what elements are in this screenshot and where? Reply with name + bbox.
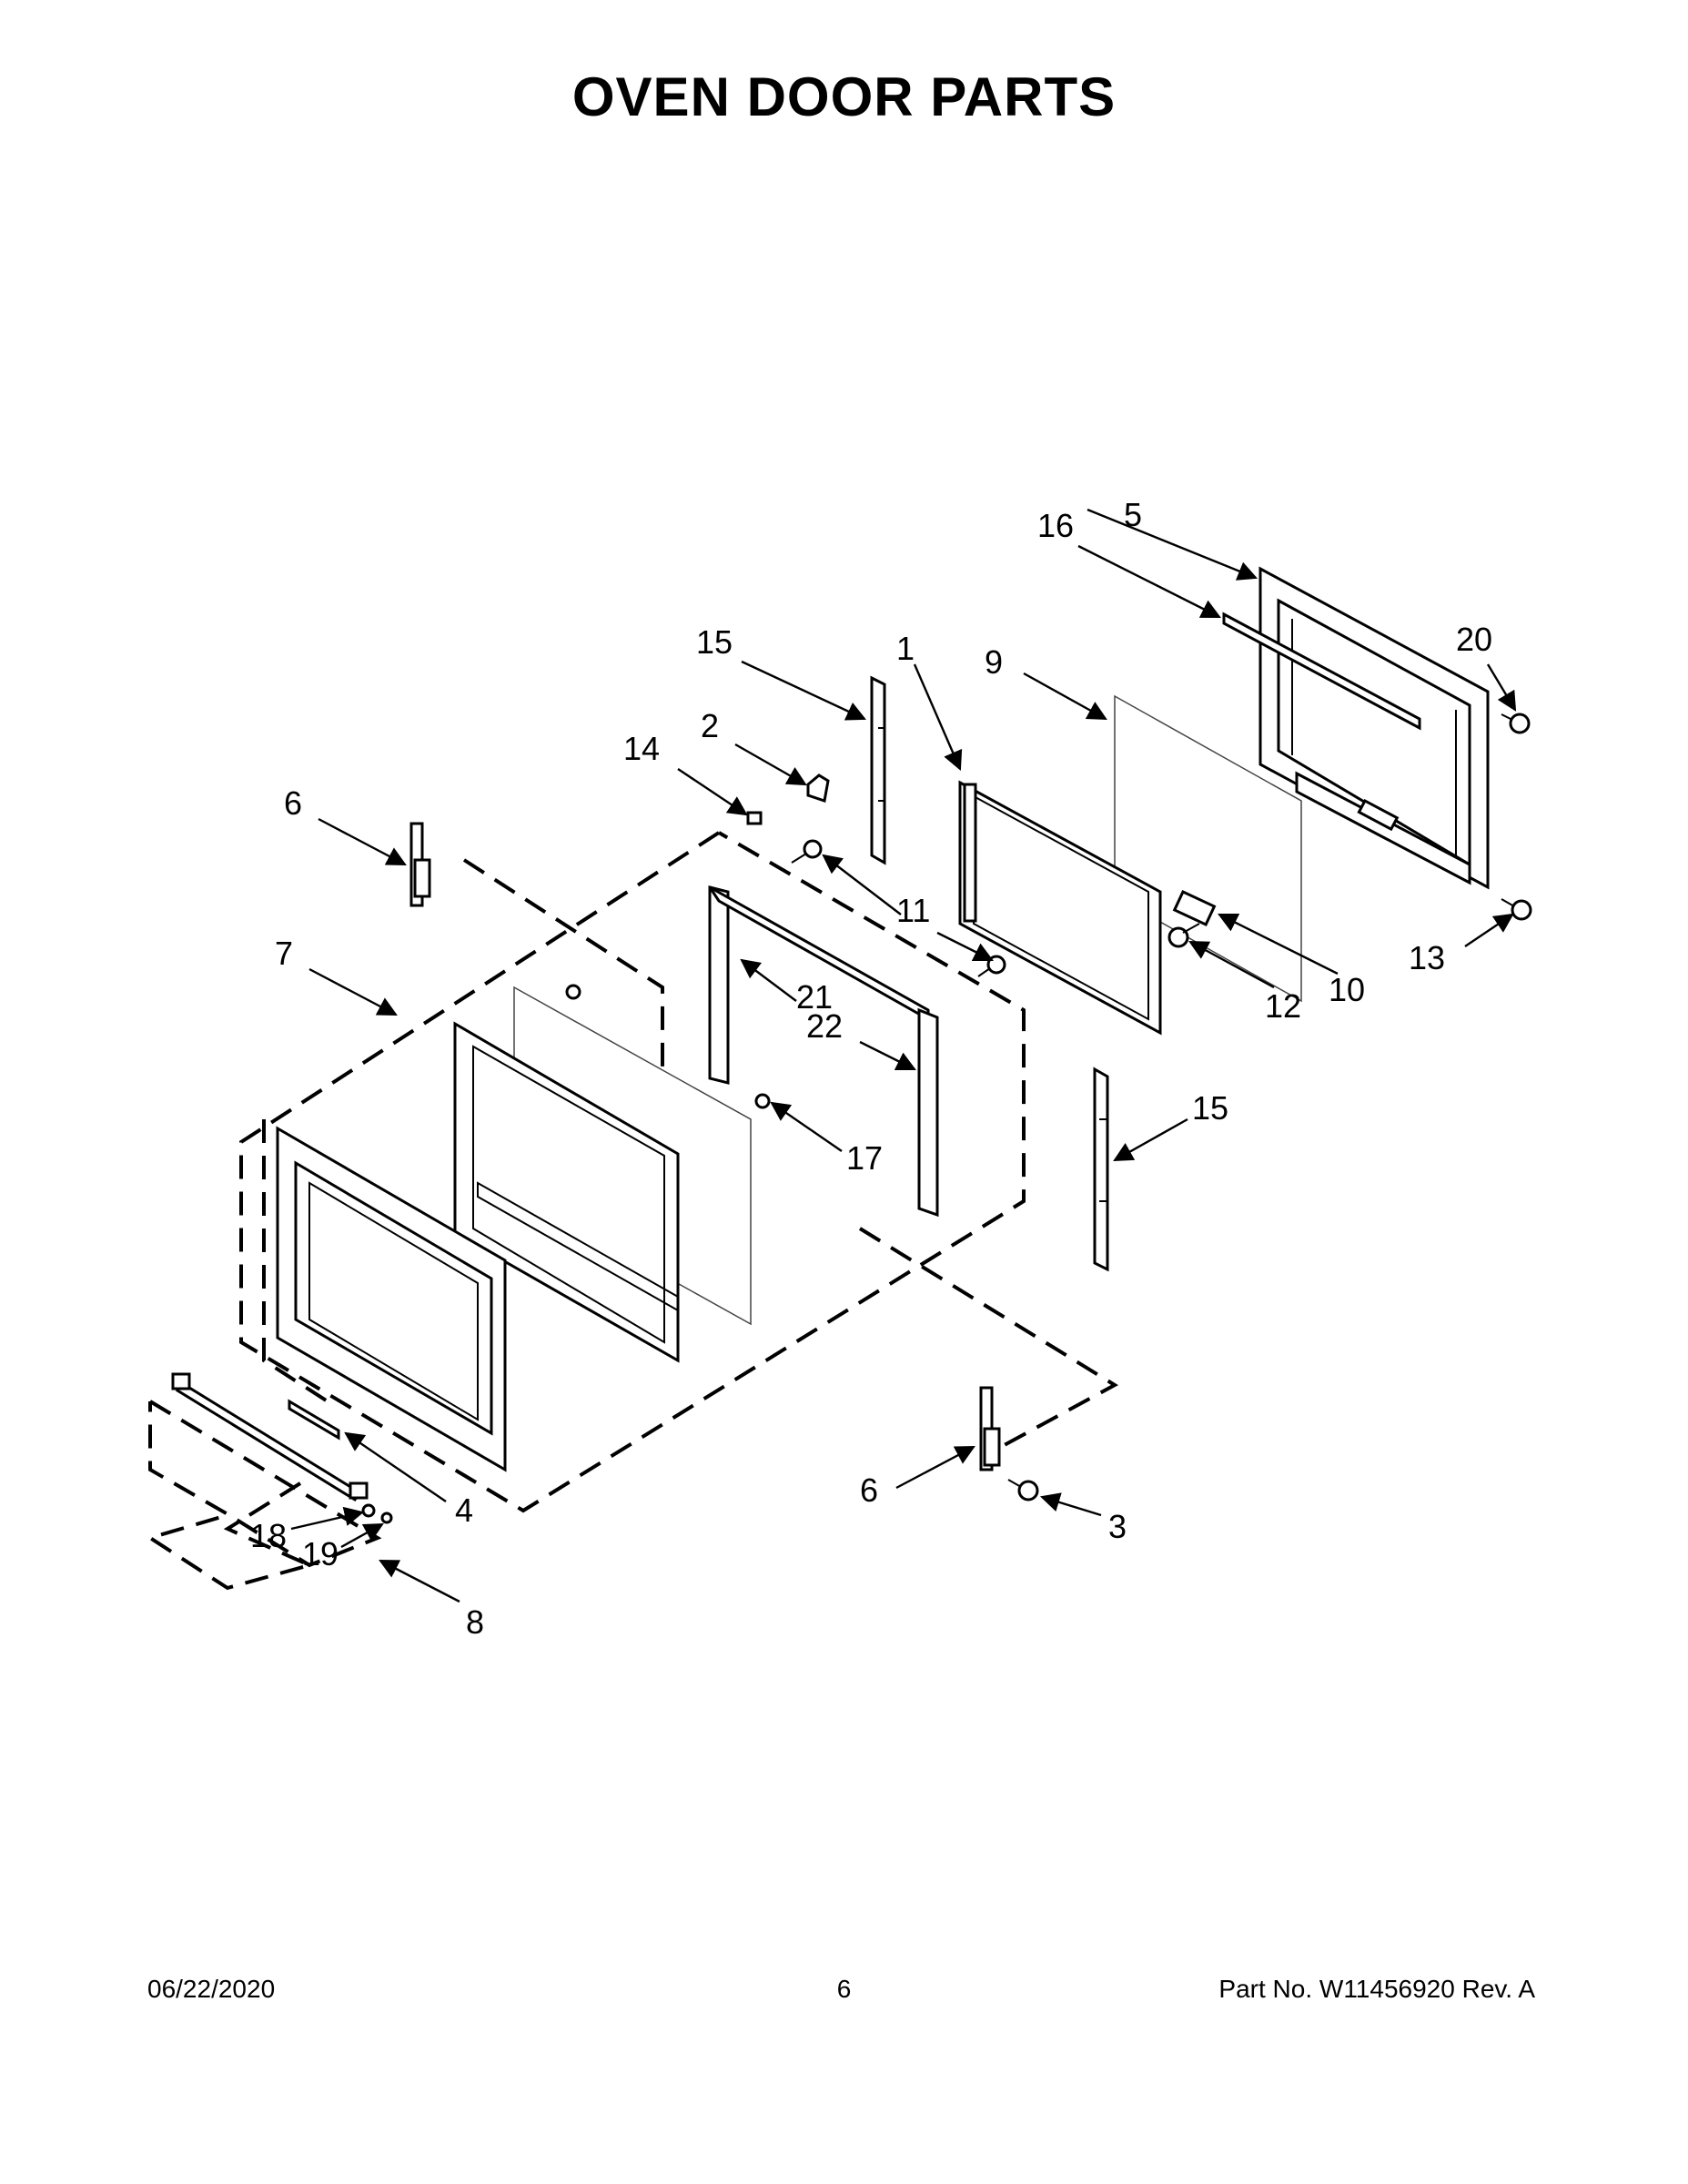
callout-16: 16: [1037, 507, 1074, 544]
part-14-clip: [746, 811, 763, 825]
callout-1: 1: [896, 630, 915, 667]
part-18-bushing: [361, 1503, 376, 1518]
part-1-inner-door: [958, 780, 1162, 1036]
callout-17: 17: [846, 1139, 883, 1177]
callout-20: 20: [1456, 621, 1492, 658]
callout-18: 18: [250, 1517, 287, 1554]
part-22-frame-side-right: [917, 1007, 939, 1218]
part-badge: [288, 1399, 340, 1441]
callout-10: 10: [1329, 971, 1365, 1008]
leader-lines: [290, 508, 1517, 1603]
part-2-bracket: [806, 774, 830, 803]
part-10-clip: [1172, 890, 1217, 926]
part-8-handle: [171, 1372, 369, 1502]
footer-part-number: Part No. W11456920 Rev. A: [1218, 1975, 1535, 2003]
callout-6-right: 6: [860, 1471, 878, 1509]
callout-4: 4: [455, 1491, 473, 1529]
part-5-door-liner-frame: [1258, 566, 1490, 890]
callout-9: 9: [985, 643, 1003, 681]
part-15-strip-upper: [870, 675, 886, 865]
part-20-screw: [1501, 713, 1531, 734]
callout-2: 2: [701, 707, 719, 744]
part-15-strip-lower: [1093, 1067, 1109, 1272]
part-19-screw: [380, 1512, 393, 1524]
part-12-screw: [1167, 923, 1200, 948]
callout-7: 7: [275, 935, 293, 972]
callout-8: 8: [466, 1603, 484, 1641]
part-7-door-frame: [453, 1021, 680, 1363]
callout-labels: 5 16 20 9 1 15 2 14 6 7 11 21 22 17 10 1…: [250, 496, 1492, 1641]
callout-14: 14: [623, 730, 660, 767]
part-6-hinge-left: [409, 822, 431, 907]
part-16-support-bar: [1222, 612, 1421, 731]
callout-5: 5: [1124, 496, 1142, 533]
callout-12: 12: [1265, 987, 1301, 1025]
assembly-outline-front: [262, 1119, 329, 1403]
part-13-screw: [1501, 898, 1532, 921]
footer-date: 06/22/2020: [147, 1975, 276, 2003]
part-3-screw: [1007, 1479, 1039, 1502]
page-title: OVEN DOOR PARTS: [571, 66, 1117, 127]
assembly-outline-hinge-right: [858, 1227, 1118, 1449]
part-4-outer-door: [276, 1126, 507, 1472]
callout-6-left: 6: [284, 784, 302, 822]
assembly-outline-8: [146, 1400, 382, 1591]
part-6-hinge-right: [979, 1386, 1001, 1471]
part-9-inner-glass: [1114, 694, 1302, 1003]
callout-11: 11: [896, 892, 930, 929]
part-17-grommet-upper: [565, 984, 581, 1000]
footer-page-number: 6: [836, 1975, 852, 2003]
assembly-outline-hinge-left: [462, 858, 720, 1150]
callout-3: 3: [1108, 1508, 1127, 1545]
callout-22: 22: [806, 1007, 843, 1045]
part-17-grommet-lower: [754, 1093, 771, 1109]
callout-15-lower: 15: [1192, 1089, 1228, 1127]
assembly-outline-7: [239, 831, 1026, 1513]
callout-15-upper: 15: [696, 623, 733, 661]
part-11-screw-upper: [791, 839, 823, 864]
callout-13: 13: [1409, 939, 1445, 976]
callout-19: 19: [302, 1535, 339, 1572]
callout-21: 21: [796, 978, 833, 1016]
